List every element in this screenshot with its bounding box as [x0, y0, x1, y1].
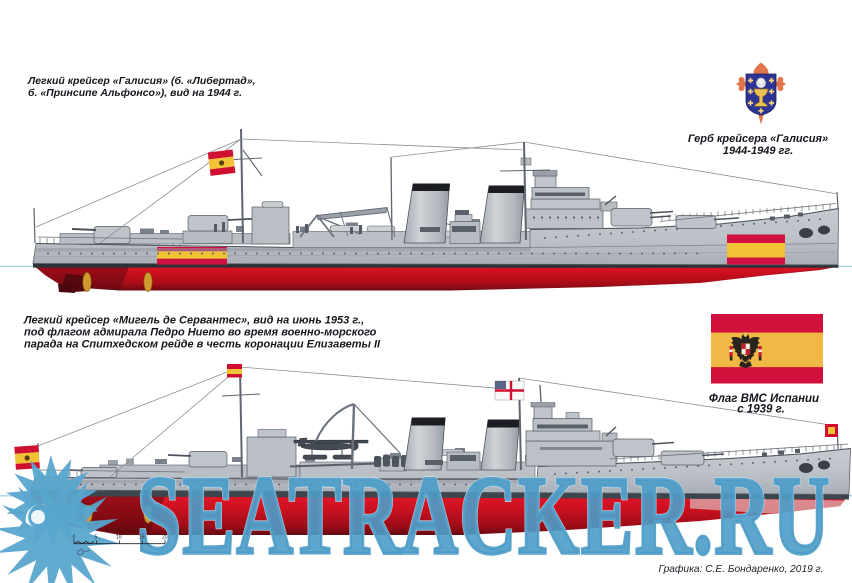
svg-text:с 1939 г.: с 1939 г.: [737, 404, 785, 416]
svg-text:SEATRACKER.RU: SEATRACKER.RU: [137, 454, 831, 578]
svg-text:10: 10: [116, 535, 122, 541]
svg-text:Легкий крейсер «Мигель де Серв: Легкий крейсер «Мигель де Сервантес», ви…: [23, 314, 364, 326]
svg-text:SEATRACKER.RU: SEATRACKER.RU: [137, 454, 831, 578]
svg-text:Графика: С.Е. Бондаренко, 2019: Графика: С.Е. Бондаренко, 2019 г.: [658, 563, 823, 575]
svg-text:20: 20: [162, 535, 168, 541]
svg-text:Герб крейсера «Галисия»: Герб крейсера «Галисия»: [688, 133, 828, 145]
svg-text:б. «Принсипе Альфонсо»), вид н: б. «Принсипе Альфонсо»), вид на 1944 г.: [28, 87, 242, 99]
svg-text:Легкий крейсер «Галисия» (б. «: Легкий крейсер «Галисия» (б. «Либертад»,: [27, 75, 256, 87]
svg-text:5: 5: [95, 535, 98, 541]
svg-text:Флаг ВМС Испании: Флаг ВМС Испании: [709, 393, 819, 405]
svg-text:0: 0: [73, 535, 76, 541]
svg-text:парада на Спитхедском рейде в: парада на Спитхедском рейде в честь коро…: [24, 338, 381, 350]
svg-text:под флагом адмирала Педро Ниет: под флагом адмирала Педро Нието во время…: [24, 326, 377, 338]
svg-text:1944-1949 гг.: 1944-1949 гг.: [723, 145, 793, 157]
svg-text:15: 15: [139, 535, 145, 541]
